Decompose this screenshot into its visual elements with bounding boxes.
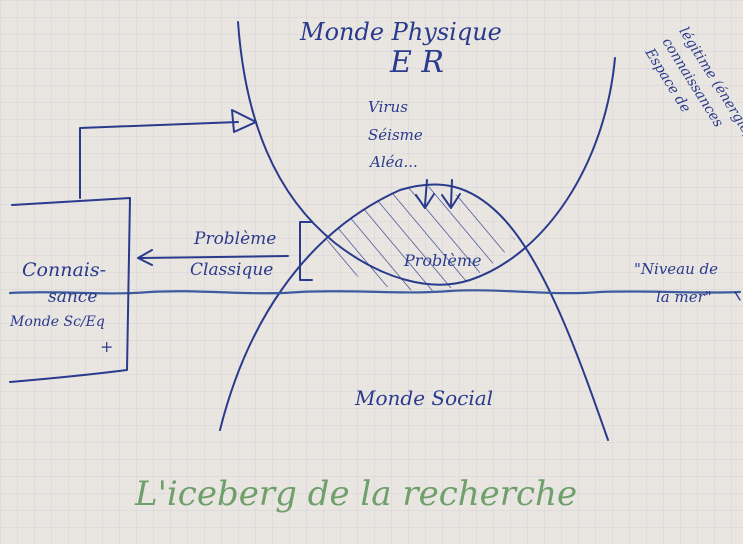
sea-label-line-2: la mer" xyxy=(656,288,712,306)
sea-label-line-1: "Niveau de xyxy=(634,260,718,278)
cause-arrow-2-head xyxy=(441,193,461,209)
center-problem-label: Problème xyxy=(403,251,482,270)
classic-to-box-arrow xyxy=(139,255,289,259)
cause-seisme: Séisme xyxy=(368,126,423,144)
top-subtitle: E R xyxy=(389,45,444,80)
cause-arrow-2 xyxy=(450,179,453,206)
cause-alea: Aléa... xyxy=(368,153,418,171)
classic-problem-bracket xyxy=(299,221,313,281)
sea-level-line xyxy=(8,289,742,295)
box-line-2: sance xyxy=(48,287,97,307)
social-world-curve xyxy=(219,183,609,441)
box-line-4: + xyxy=(100,337,113,356)
box-line-3: Monde Sc/Eq xyxy=(9,314,105,330)
box-to-world-arrow xyxy=(79,121,239,199)
knowledge-box xyxy=(9,197,131,383)
classic-to-box-arrowhead xyxy=(137,249,153,266)
social-world-label: Monde Social xyxy=(354,386,493,410)
sea-label-tick xyxy=(734,291,741,301)
classic-problem-line-2: Classique xyxy=(190,260,273,280)
cause-arrow-1 xyxy=(424,179,428,206)
caption-title: L'iceberg de la recherche xyxy=(134,474,577,514)
cause-virus: Virus xyxy=(368,98,408,116)
classic-problem-line-1: Problème xyxy=(193,229,276,249)
cause-arrow-1-head xyxy=(415,193,435,209)
box-line-1: Connais- xyxy=(22,259,106,281)
box-to-world-arrowhead xyxy=(231,109,257,133)
top-title: Monde Physique xyxy=(299,18,502,46)
